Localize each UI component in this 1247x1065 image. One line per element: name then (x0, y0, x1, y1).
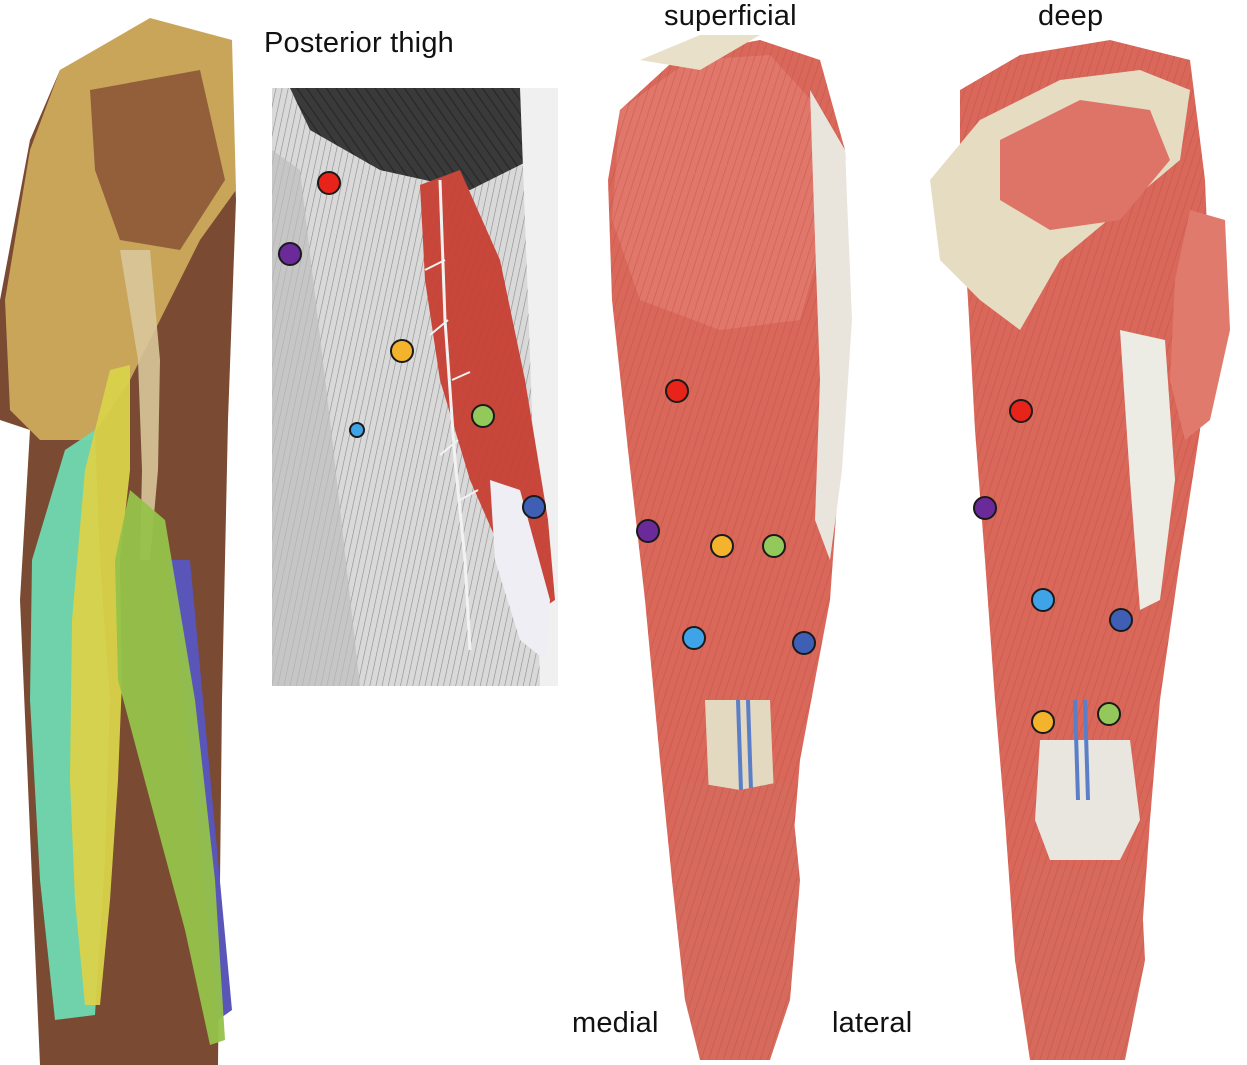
engraving-panel (272, 88, 558, 686)
marker-purple (636, 519, 660, 543)
marker-purple (278, 242, 302, 266)
marker-dark-blue (522, 495, 546, 519)
marker-light-blue (1031, 588, 1055, 612)
superficial-it-band (810, 90, 852, 560)
engraving-nerve-branches (424, 259, 479, 501)
superficial-sacral-tissue (640, 35, 760, 70)
superficial-gluteus-fibers (612, 55, 825, 330)
marker-light-blue (682, 626, 706, 650)
cadaver-muscle-belly (90, 70, 225, 250)
superficial-label: superficial (664, 0, 797, 32)
engraving-medial-edge (272, 150, 360, 686)
superficial-calf-fibers (672, 780, 800, 1060)
engraving-nerve (438, 179, 472, 651)
markers (278, 171, 1133, 734)
marker-red (1009, 399, 1033, 423)
lateral-label: lateral (832, 1007, 913, 1039)
deep-calf-fibers (1015, 860, 1145, 1060)
cadaver-yellow-muscle (70, 365, 130, 1005)
engraving-gluteus-fibers (290, 88, 530, 190)
marker-green (1097, 702, 1121, 726)
marker-yellow (390, 339, 414, 363)
engraving-tendon (490, 480, 550, 660)
marker-green (471, 404, 495, 428)
deep-femur (1120, 330, 1175, 610)
cadaver-green-muscle (115, 490, 225, 1045)
marker-green (762, 534, 786, 558)
deep-popliteal-vessels (1073, 699, 1090, 801)
marker-red (665, 379, 689, 403)
marker-light-blue (349, 422, 365, 438)
cadaver-sciatic-nerve (120, 250, 160, 560)
deep-reflected-gluteus (1170, 210, 1230, 440)
marker-purple (973, 496, 997, 520)
marker-red (317, 171, 341, 195)
marker-dark-blue (792, 631, 816, 655)
posterior-thigh-label: Posterior thigh (264, 27, 454, 59)
marker-yellow (1031, 710, 1055, 734)
deep-leg-panel (930, 40, 1230, 1060)
deep-label: deep (1038, 0, 1104, 32)
deep-gluteus-medius (1000, 100, 1170, 230)
marker-yellow (710, 534, 734, 558)
medial-label: medial (572, 1007, 659, 1039)
cadaver-dissection-panel (0, 18, 236, 1065)
marker-dark-blue (1109, 608, 1133, 632)
